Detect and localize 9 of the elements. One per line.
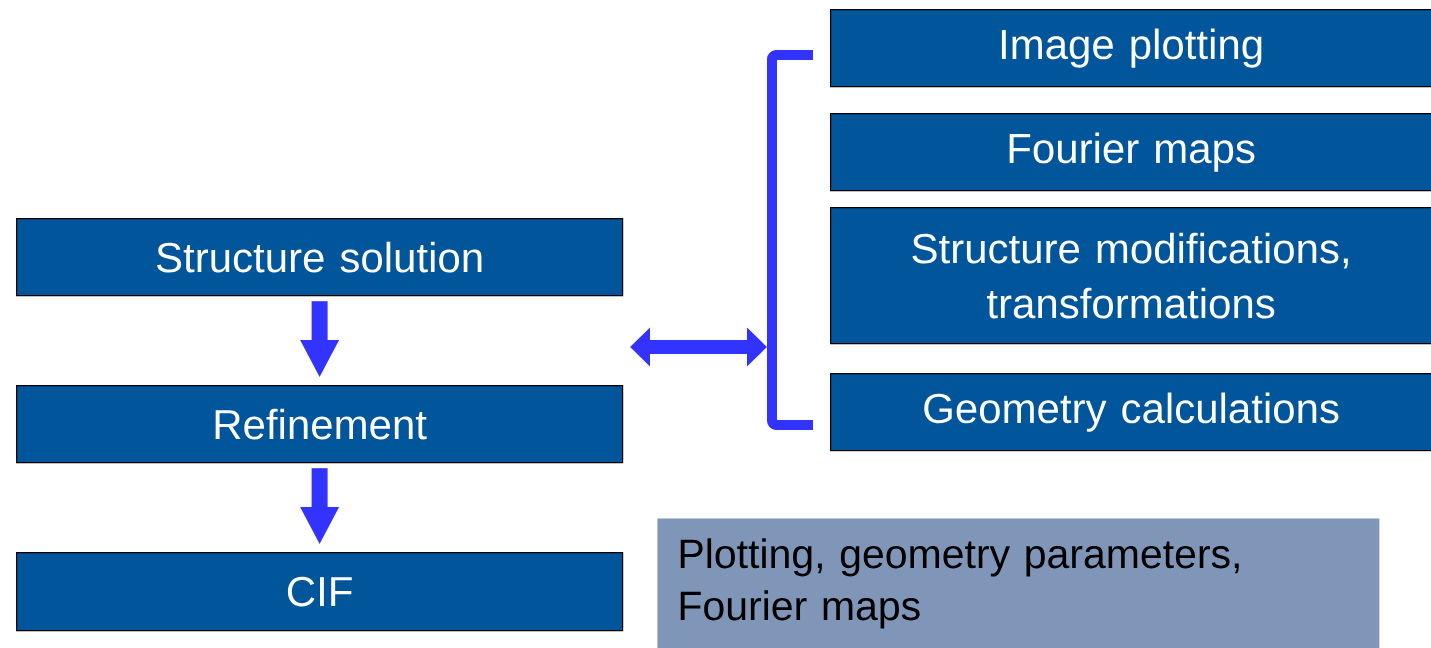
note-box: Plotting, geometry parameters, Fourier maps [657, 518, 1380, 648]
process-box: Structure modifications, transformations [830, 207, 1431, 345]
process-box: CIF [16, 552, 624, 632]
process-box: Refinement [16, 385, 624, 464]
process-box: Structure solution [16, 218, 624, 297]
process-box: Image plotting [830, 9, 1431, 88]
bracket [767, 50, 813, 430]
process-box: Fourier maps [830, 113, 1431, 192]
process-box: Geometry calculations [830, 373, 1431, 452]
